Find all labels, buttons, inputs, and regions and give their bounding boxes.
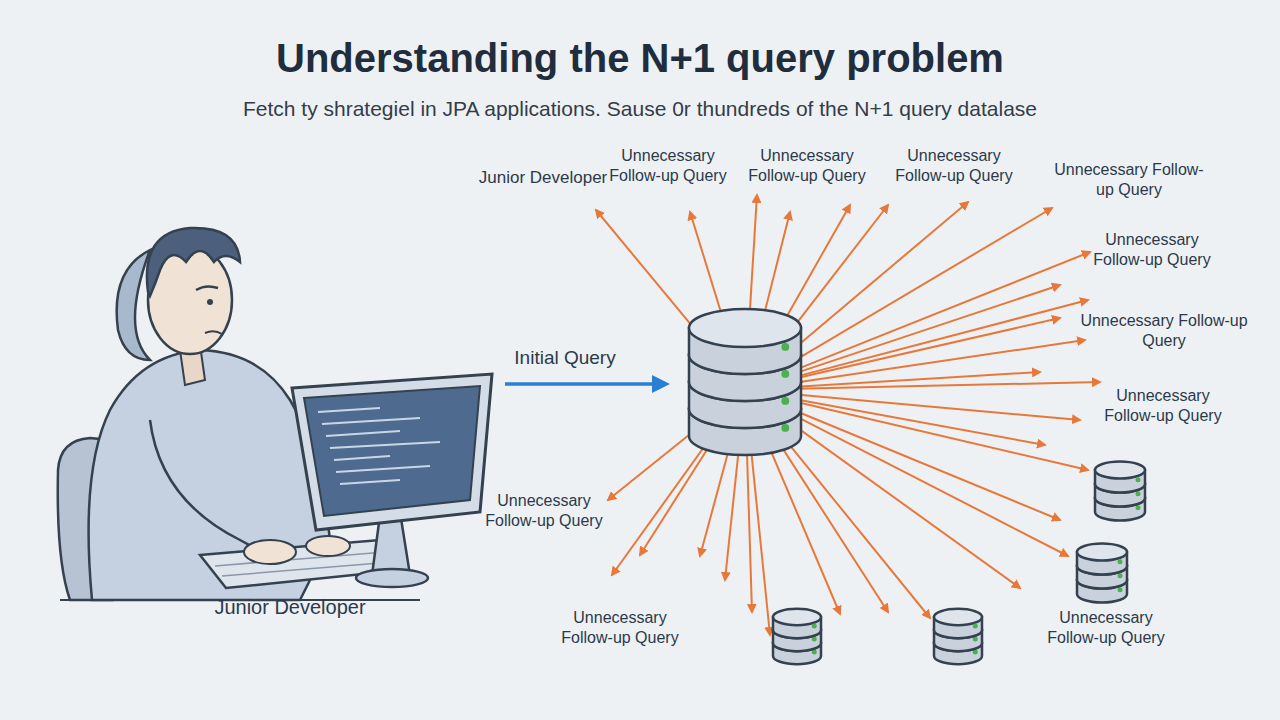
monitor-screen bbox=[304, 386, 480, 516]
hand bbox=[244, 540, 296, 564]
database-icon bbox=[1095, 462, 1145, 521]
hair bbox=[147, 228, 240, 296]
follow-up-arrow bbox=[770, 421, 930, 618]
query-label: Unnecessary Follow-up Query bbox=[608, 146, 728, 186]
status-light bbox=[781, 397, 789, 405]
status-light bbox=[1118, 587, 1123, 592]
status-light bbox=[1136, 491, 1141, 496]
eye bbox=[207, 299, 213, 305]
follow-up-arrow bbox=[784, 397, 1045, 445]
status-light bbox=[973, 624, 978, 629]
monitor-base bbox=[356, 569, 428, 587]
follow-up-arrow bbox=[782, 405, 1060, 520]
follow-up-arrow bbox=[785, 382, 1100, 389]
code-lines bbox=[318, 408, 440, 484]
follow-up-arrow bbox=[781, 408, 1068, 556]
title: Understanding the N+1 query problem bbox=[40, 36, 1240, 81]
follow-up-arrow bbox=[784, 300, 1088, 380]
developer-label: Junior Developer bbox=[195, 597, 385, 617]
mouth bbox=[205, 331, 222, 334]
status-light bbox=[1118, 573, 1123, 578]
monitor-frame bbox=[292, 374, 492, 530]
status-light bbox=[1136, 477, 1141, 482]
database-icon bbox=[1077, 544, 1127, 603]
database-top bbox=[689, 309, 801, 347]
developer-figure bbox=[58, 228, 492, 600]
query-label: Unnecessary Follow-up Query bbox=[484, 491, 604, 531]
follow-up-arrow bbox=[761, 427, 840, 614]
query-label: Unnecessary Follow-up Query bbox=[1049, 160, 1209, 200]
developer-label: Junior Developer bbox=[478, 168, 608, 188]
status-light bbox=[781, 424, 789, 432]
status-light bbox=[1136, 505, 1141, 510]
status-light bbox=[781, 343, 789, 351]
arm bbox=[150, 420, 262, 552]
initial-query-arrow bbox=[505, 382, 666, 386]
follow-up-arrow bbox=[777, 413, 1020, 588]
database-top bbox=[773, 609, 821, 625]
query-label: Unnecessary Follow-up Query bbox=[747, 146, 867, 186]
database-top bbox=[934, 609, 982, 625]
query-label: Unnecessary Follow-up Query bbox=[894, 146, 1014, 186]
database-top bbox=[1077, 544, 1127, 561]
query-label: Unnecessary Follow-up Query bbox=[1046, 608, 1166, 648]
query-label: Unnecessary Follow-up Query bbox=[560, 608, 680, 648]
status-light bbox=[781, 370, 789, 378]
database-icon bbox=[773, 609, 821, 664]
arrow-label: Initial Query bbox=[490, 348, 640, 368]
query-label: Unnecessary Follow-up Query bbox=[1092, 230, 1212, 270]
database-icon bbox=[689, 309, 801, 455]
database-icon bbox=[934, 609, 982, 664]
follow-up-arrow bbox=[746, 430, 752, 612]
hand bbox=[306, 536, 350, 556]
follow-up-arrow bbox=[785, 394, 1080, 420]
eyebrow bbox=[196, 286, 218, 290]
status-light bbox=[812, 624, 817, 629]
status-light bbox=[1118, 559, 1123, 564]
hood bbox=[117, 250, 150, 360]
follow-up-arrows bbox=[596, 195, 1100, 635]
query-label: Unnecessary Follow-up Query bbox=[1103, 386, 1223, 426]
follow-up-arrow bbox=[782, 252, 1090, 375]
database-top bbox=[1095, 462, 1145, 479]
subtitle: Fetch ty shrategiel in JPA applications.… bbox=[60, 96, 1220, 122]
query-label: Unnecessary Follow-up Query bbox=[1079, 311, 1249, 351]
